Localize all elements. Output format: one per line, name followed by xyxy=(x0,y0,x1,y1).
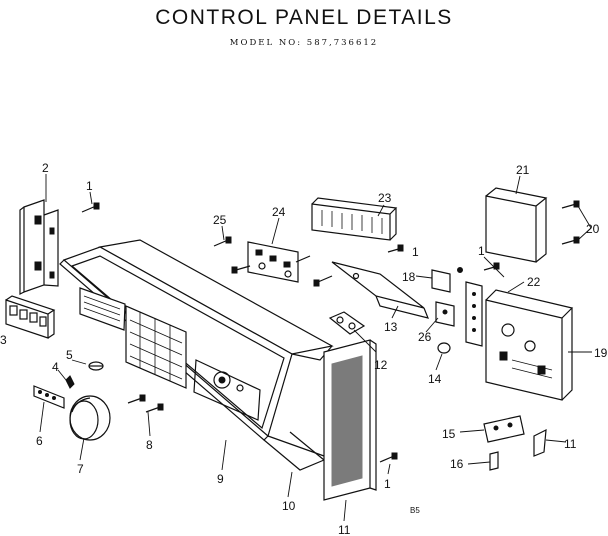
part-11-end-cap xyxy=(323,339,377,501)
part-4-spring-clip xyxy=(65,375,75,389)
callout-21: 21 xyxy=(516,163,530,177)
callout-4: 4 xyxy=(52,360,59,374)
diagram-title: CONTROL PANEL DETAILS xyxy=(155,6,453,29)
part-1-screw-a xyxy=(81,202,100,213)
part-8-screws xyxy=(127,394,164,413)
part-14-knob xyxy=(437,342,451,354)
callout-11-a: 11 xyxy=(338,523,351,536)
part-24-circuit-board xyxy=(231,241,333,287)
part-17-lever xyxy=(533,428,547,457)
callout-20: 20 xyxy=(586,222,600,236)
callout-3: 3 xyxy=(0,333,7,347)
callout-11-b: 11 xyxy=(564,437,577,451)
part-1-screw-b xyxy=(387,244,404,253)
callout-10: 10 xyxy=(282,499,296,513)
callout-22: 22 xyxy=(527,275,541,289)
part-22-terminal-strip xyxy=(465,281,483,347)
callout-19: 19 xyxy=(594,346,608,360)
callout-15: 15 xyxy=(442,427,456,441)
callout-6: 6 xyxy=(36,434,43,448)
part-21-cover xyxy=(485,187,548,263)
part-16-fuse xyxy=(489,451,499,471)
callout-1-b: 1 xyxy=(412,245,419,259)
callout-23: 23 xyxy=(378,191,392,205)
callout-16: 16 xyxy=(450,457,464,471)
model-number: MODEL NO: 587,736612 xyxy=(229,38,379,48)
part-6-switch-strip xyxy=(33,385,65,409)
callout-2: 2 xyxy=(42,161,49,175)
callout-8: 8 xyxy=(146,438,153,452)
part-1-screw-d xyxy=(379,452,398,463)
callout-13: 13 xyxy=(384,320,398,334)
callout-labels: 2 1 25 24 23 1 21 20 18 1 22 13 26 3 5 4… xyxy=(0,161,608,536)
callout-7: 7 xyxy=(77,462,84,476)
callout-9: 9 xyxy=(217,472,224,486)
callout-1-a: 1 xyxy=(86,179,93,193)
callout-25: 25 xyxy=(213,213,227,227)
part-2-side-bracket xyxy=(19,199,59,295)
part-9-control-panel xyxy=(59,239,334,471)
callout-1-d: 1 xyxy=(384,477,391,491)
part-23-terminal-block xyxy=(311,197,398,241)
leader-lines xyxy=(39,174,592,522)
callout-5: 5 xyxy=(66,348,73,362)
callout-18: 18 xyxy=(402,270,416,284)
corner-code: B5 xyxy=(410,506,420,515)
callout-14: 14 xyxy=(428,372,442,386)
callout-26: 26 xyxy=(418,330,432,344)
part-18-switch xyxy=(431,267,463,293)
part-7-dial-knob xyxy=(69,395,111,441)
part-13-bracket xyxy=(331,261,429,319)
part-20-screws xyxy=(561,200,580,245)
part-26-bracket xyxy=(435,301,455,327)
part-15-switch xyxy=(483,415,525,443)
part-12-clip xyxy=(328,311,366,335)
callout-12: 12 xyxy=(374,358,388,372)
part-5-knob-pin xyxy=(88,361,104,371)
callout-24: 24 xyxy=(272,205,286,219)
callout-1-c: 1 xyxy=(478,244,485,258)
part-3-pushbuttons xyxy=(5,295,56,339)
part-25-screw xyxy=(213,236,232,247)
part-19-timer-unit xyxy=(485,289,574,401)
